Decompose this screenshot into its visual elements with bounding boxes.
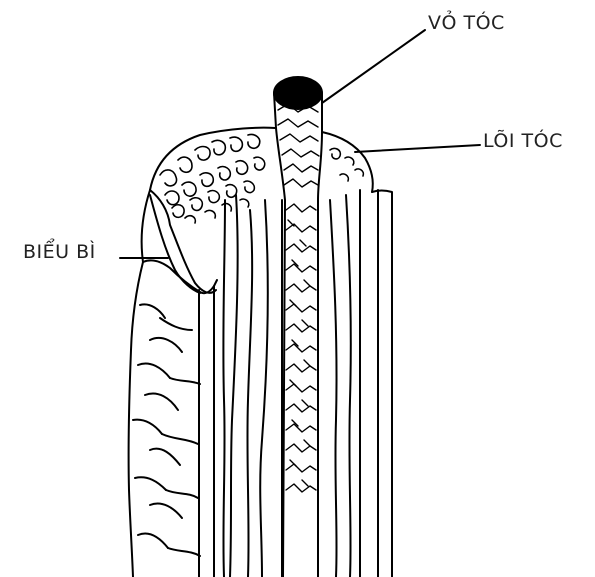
medulla-label: LÕI TÓC	[483, 130, 563, 152]
medulla-texture	[160, 135, 363, 223]
cortex-leader-line	[322, 30, 425, 103]
cuticle-layer	[129, 190, 217, 577]
cortex-label: VỎ TÓC	[428, 12, 505, 34]
cortex-cap	[274, 77, 322, 109]
cuticle-label: BIỂU BÌ	[23, 241, 96, 263]
medulla-leader-line	[355, 145, 480, 152]
cortex-shaft	[274, 77, 322, 577]
